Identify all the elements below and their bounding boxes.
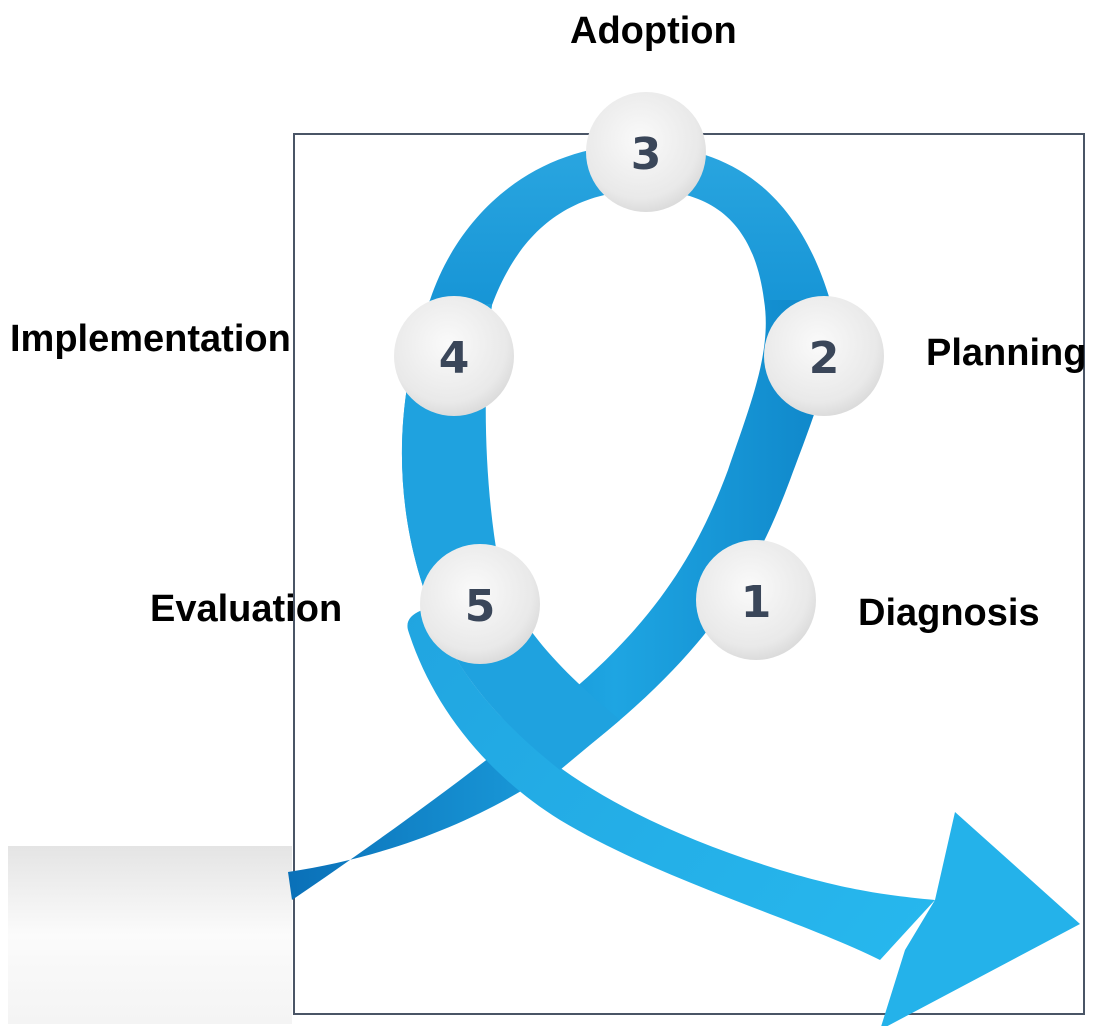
arrow-loop bbox=[430, 144, 830, 305]
step-number-1: 1 bbox=[741, 577, 772, 628]
step-number-3: 3 bbox=[631, 129, 662, 180]
step-circle-4: 4 bbox=[394, 296, 514, 416]
stage-label-diagnosis: Diagnosis bbox=[858, 592, 1040, 634]
arrow-body bbox=[401, 300, 935, 960]
stage-label-planning: Planning bbox=[926, 332, 1087, 374]
step-circle-5: 5 bbox=[420, 544, 540, 664]
stage-label-implementation: Implementation bbox=[10, 318, 291, 360]
stage-label-evaluation: Evaluation bbox=[150, 588, 343, 630]
step-number-4: 4 bbox=[439, 333, 470, 384]
step-number-5: 5 bbox=[465, 581, 496, 632]
step-circle-2: 2 bbox=[764, 296, 884, 416]
step-number-2: 2 bbox=[809, 333, 840, 384]
start-box bbox=[8, 846, 292, 1024]
arrow-head bbox=[880, 812, 1080, 1030]
step-circle-3: 3 bbox=[586, 92, 706, 212]
step-circle-1: 1 bbox=[696, 540, 816, 660]
stage-label-adoption: Adoption bbox=[570, 10, 737, 52]
